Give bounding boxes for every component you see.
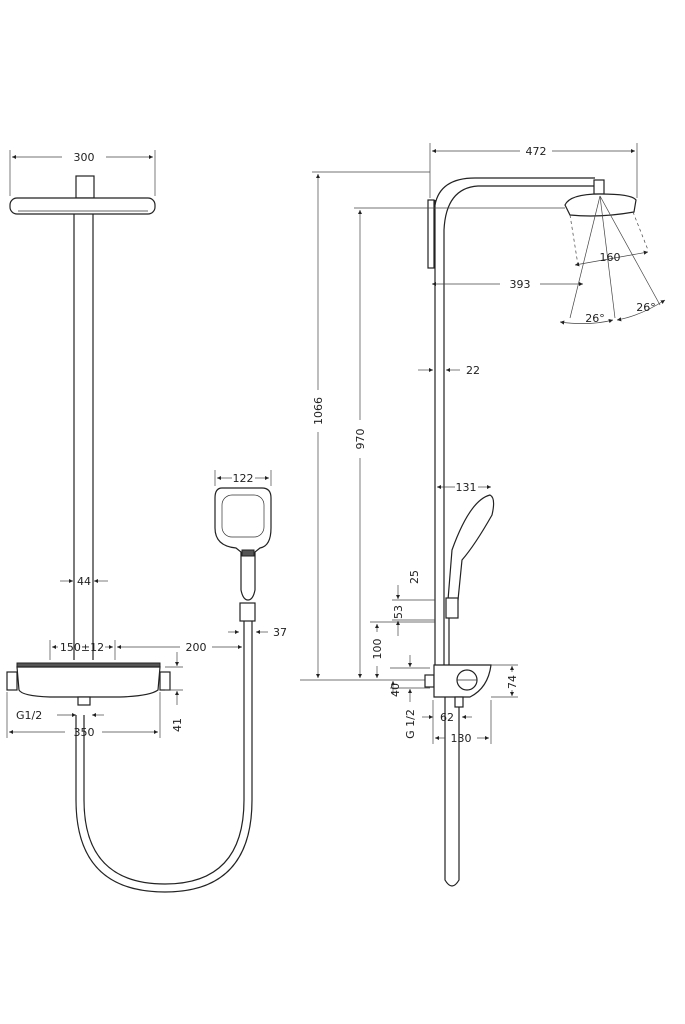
shower-arm	[434, 177, 595, 206]
dim-connection-spacing: 150±12	[60, 641, 104, 654]
dim-rail-width: 44	[77, 575, 91, 588]
dim-spray-diameter: 160	[600, 251, 621, 264]
dim-total-height: 1066	[312, 397, 325, 425]
shower-hose	[83, 650, 245, 885]
thread-label-side: G 1/2	[404, 709, 417, 739]
dim-spray-angle-right: 26°	[636, 301, 656, 314]
dim-25: 25	[408, 570, 421, 584]
dim-hand-shower-width: 122	[233, 472, 254, 485]
dim-holder-offset: 200	[186, 641, 207, 654]
hand-shower	[214, 487, 272, 650]
overhead-shower-head	[9, 175, 156, 215]
shower-rail	[73, 214, 94, 660]
dim-head-width: 300	[74, 151, 95, 164]
overhead-shower-head-side	[564, 179, 637, 217]
dim-arm-projection: 472	[526, 145, 547, 158]
thread-label-front: G1/2	[16, 709, 42, 722]
dim-spray-angle-left: 26°	[585, 312, 605, 325]
dim-53: 53	[392, 605, 405, 619]
side-view: 160 26° 26° 472 1066 970 393 22	[300, 143, 666, 887]
dim-hand-shower-projection: 131	[456, 481, 477, 494]
dim-head-offset: 393	[510, 278, 531, 291]
spray-cone	[559, 195, 666, 325]
shower-hose-side	[444, 697, 460, 887]
dim-holder-width: 37	[273, 626, 287, 639]
front-view: 300 44 122 37	[6, 150, 287, 893]
dim-rail-distance: 22	[466, 364, 480, 377]
thermostat-side	[424, 664, 492, 708]
thermostat-front	[6, 662, 171, 706]
dim-head-height: 970	[354, 429, 367, 450]
dim-thermostat-height: 41	[171, 718, 184, 732]
dim-62: 62	[440, 711, 454, 724]
hand-shower-side	[445, 494, 495, 665]
dim-thermostat-width: 350	[74, 726, 95, 739]
dim-thermostat-height-side: 74	[506, 675, 519, 689]
dim-40: 40	[389, 683, 402, 697]
dim-thermostat-depth: 130	[451, 732, 472, 745]
dim-100: 100	[371, 639, 384, 660]
